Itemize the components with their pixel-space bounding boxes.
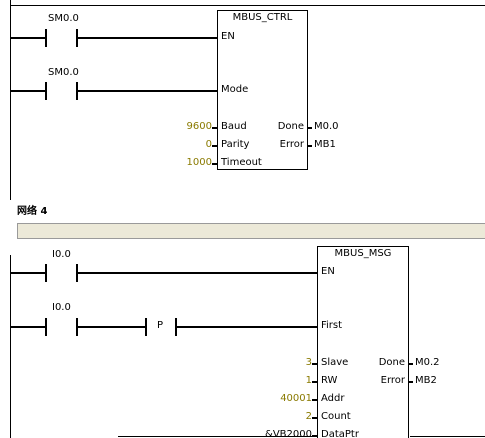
value-error[interactable]: MB1 — [314, 139, 336, 150]
rung-wire — [10, 272, 45, 274]
value-baud[interactable]: 9600 — [186, 121, 212, 132]
mbus-msg-box[interactable]: MBUS_MSG — [317, 246, 409, 438]
pin-baud: Baud — [221, 121, 247, 132]
pin-parity: Parity — [221, 139, 250, 150]
pin-first: First — [321, 320, 343, 331]
contact-label-i0-0: I0.0 — [52, 249, 71, 260]
bottom-grid-line — [410, 436, 485, 437]
pin-dataptr: DataPtr — [321, 429, 359, 438]
pin-addr: Addr — [321, 393, 345, 404]
pin-stub — [408, 381, 413, 383]
rung-wire — [10, 326, 45, 328]
pin-timeout: Timeout — [221, 157, 262, 168]
bottom-grid-line — [118, 436, 313, 437]
rung-wire — [10, 37, 45, 39]
contact-left-bar[interactable] — [45, 29, 47, 47]
contact-right-bar[interactable] — [76, 264, 78, 282]
value-rw[interactable]: 1 — [305, 375, 312, 386]
value-slave[interactable]: 3 — [305, 357, 312, 368]
pin-stub — [212, 127, 217, 129]
contact-right-bar[interactable] — [76, 29, 78, 47]
edge-contact-right-bar[interactable] — [175, 318, 177, 336]
rung-wire — [78, 272, 317, 274]
pin-rw: RW — [321, 375, 338, 386]
value-timeout[interactable]: 1000 — [186, 157, 212, 168]
pin-stub — [312, 417, 317, 419]
network-title[interactable]: 网络 4 — [17, 206, 48, 217]
network-comment-bar[interactable] — [17, 223, 485, 239]
pin-error: Error — [380, 375, 405, 386]
pin-stub — [312, 381, 317, 383]
rung-wire — [78, 326, 145, 328]
contact-label-i0-0: I0.0 — [52, 302, 71, 313]
pin-slave: Slave — [321, 357, 349, 368]
contact-label-sm0-0: SM0.0 — [48, 13, 79, 24]
contact-label-sm0-0: SM0.0 — [48, 67, 79, 78]
rung-wire — [177, 326, 317, 328]
pin-mode: Mode — [221, 84, 249, 95]
box-title: MBUS_MSG — [334, 248, 392, 259]
pin-done: Done — [378, 357, 405, 368]
pin-stub — [212, 145, 217, 147]
value-error[interactable]: MB2 — [415, 375, 437, 386]
value-dataptr[interactable]: &VB2000 — [265, 429, 312, 438]
value-count[interactable]: 2 — [305, 411, 312, 422]
value-done[interactable]: M0.2 — [415, 357, 440, 368]
pin-done: Done — [277, 121, 304, 132]
pin-en: EN — [221, 31, 235, 42]
pin-error: Error — [279, 139, 304, 150]
pin-count: Count — [321, 411, 351, 422]
pin-stub — [307, 145, 312, 147]
edge-contact-label: P — [157, 320, 164, 331]
edge-contact-left-bar[interactable] — [145, 318, 147, 336]
pin-stub — [212, 163, 217, 165]
pin-stub — [312, 363, 317, 365]
contact-left-bar[interactable] — [45, 264, 47, 282]
rung-wire — [78, 90, 217, 92]
contact-right-bar[interactable] — [76, 318, 78, 336]
pin-stub — [408, 363, 413, 365]
contact-left-bar[interactable] — [45, 318, 47, 336]
left-power-rail-network-3 — [10, 0, 11, 200]
mbus-ctrl-box[interactable]: MBUS_CTRL — [217, 10, 308, 170]
contact-right-bar[interactable] — [76, 82, 78, 100]
rung-wire — [10, 90, 45, 92]
rung-wire — [78, 37, 217, 39]
value-done[interactable]: M0.0 — [314, 121, 339, 132]
top-divider — [10, 5, 485, 6]
left-power-rail-network-4 — [10, 255, 11, 438]
pin-en: EN — [321, 266, 335, 277]
value-parity[interactable]: 0 — [205, 139, 212, 150]
contact-left-bar[interactable] — [45, 82, 47, 100]
pin-stub — [312, 435, 317, 437]
pin-stub — [307, 127, 312, 129]
box-title: MBUS_CTRL — [232, 12, 293, 23]
value-addr[interactable]: 40001 — [280, 393, 312, 404]
pin-stub — [312, 399, 317, 401]
